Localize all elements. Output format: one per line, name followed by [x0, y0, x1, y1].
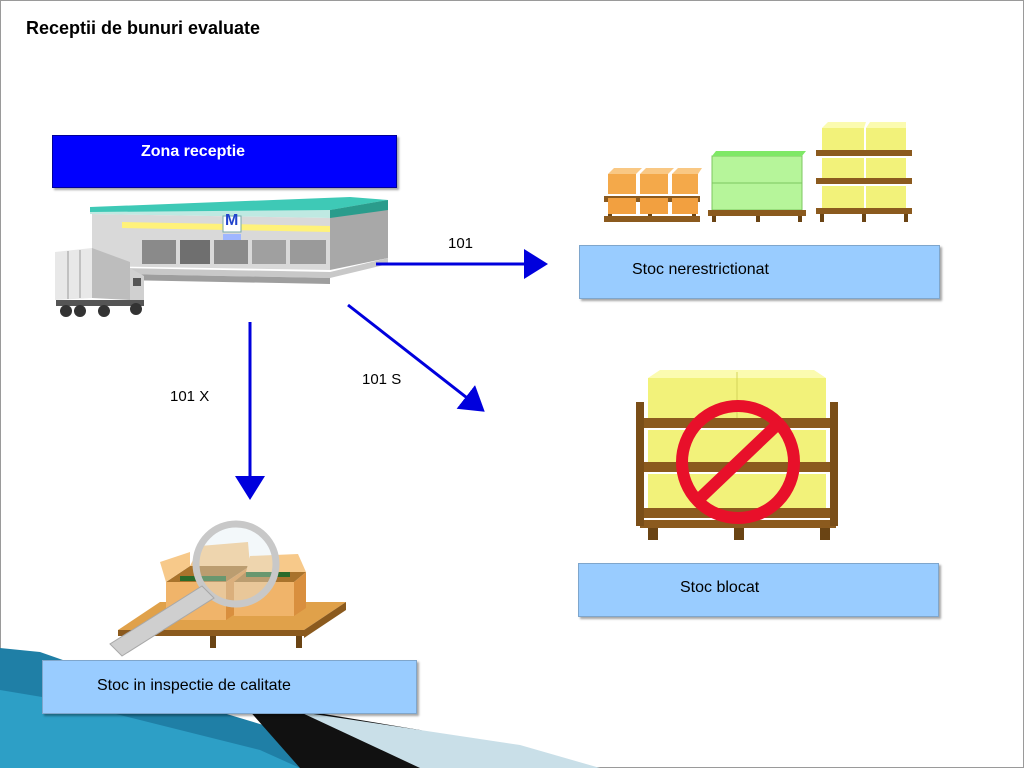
stoc-nerestrictionat-box: Stoc nerestrictionat	[579, 245, 940, 299]
flow-code-101: 101	[448, 235, 474, 252]
slide-title: Receptii de bunuri evaluate	[26, 18, 261, 38]
zona-receptie-banner: Zona receptie	[52, 135, 397, 188]
stoc-blocat-label: Stoc blocat	[680, 579, 760, 596]
stoc-blocat-box: Stoc blocat	[578, 563, 939, 617]
stoc-inspectie-calitate-box: Stoc in inspectie de calitate	[42, 660, 417, 714]
warehouse-sign-letter: M	[225, 212, 239, 229]
flow-code-101-x: 101 X	[170, 388, 210, 405]
flow-code-101-s: 101 S	[362, 371, 402, 388]
arrow-to-blocked	[347, 303, 485, 412]
zona-receptie-label: Zona receptie	[141, 143, 246, 160]
stoc-inspectie-calitate-label: Stoc in inspectie de calitate	[97, 677, 291, 694]
stoc-nerestrictionat-label: Stoc nerestrictionat	[632, 261, 769, 278]
